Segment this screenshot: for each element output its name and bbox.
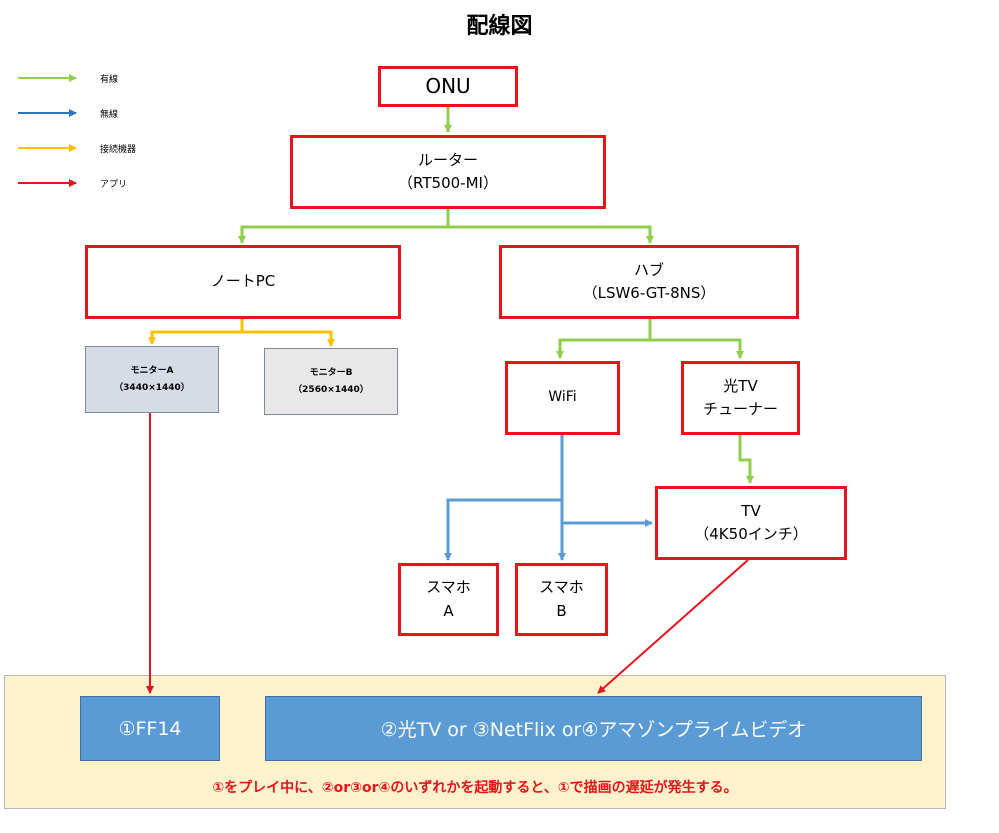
wire-tuner-tv [738, 435, 754, 484]
tv-label: TV [741, 501, 761, 520]
phone-a-id: A [443, 601, 454, 620]
onu-label: ONU [425, 74, 471, 98]
phone-b-label: スマホ [539, 578, 584, 597]
monitor-b-resolution: （2560×1440） [293, 385, 369, 396]
wire-router-notepc [238, 208, 450, 244]
tv-box: TV （4K50インチ） [655, 486, 847, 560]
tuner-box: 光TV チューナー [681, 361, 800, 435]
wire-hub-tuner [650, 338, 744, 359]
legend-label-device: 接続機器 [100, 145, 137, 155]
legend-label-wireless: 無線 [100, 110, 119, 120]
wire-pc-monitor-a [148, 318, 244, 345]
wire-wifi-phone-a [444, 498, 562, 561]
onu-box: ONU [378, 66, 518, 107]
app-video-box: ②光TV or ③NetFlix or④アマゾンプライムビデオ [265, 696, 922, 761]
router-label: ルーター [417, 150, 478, 169]
phone-a-box: スマホ A [398, 563, 499, 636]
phone-b-box: スマホ B [515, 563, 608, 636]
wire-router-hub [448, 225, 654, 244]
monitor-a-label: モニターA [130, 366, 174, 376]
app-ff14-box: ①FF14 [80, 696, 220, 761]
wire-hub-wifi [556, 318, 652, 359]
monitor-a-resolution: （3440×1440） [114, 383, 190, 394]
hub-model: （LSW6-GT-8NS） [582, 284, 716, 302]
router-box: ルーター （RT500-MI） [290, 135, 606, 209]
hub-label: ハブ [633, 260, 664, 279]
delay-note: ①をプレイ中に、②or③or④のいずれかを起動すると、①で描画の遅延が発生する。 [212, 780, 738, 796]
hub-box: ハブ （LSW6-GT-8NS） [499, 245, 799, 319]
arrow-tv-video [597, 559, 749, 694]
phone-a-label: スマホ [426, 578, 471, 597]
tv-size: （4K50インチ） [694, 525, 808, 543]
phone-b-id: B [556, 601, 567, 620]
notepc-label: ノートPC [210, 272, 276, 291]
wifi-label: WiFi [548, 389, 577, 406]
notepc-box: ノートPC [85, 245, 401, 319]
legend-label-app: アプリ [100, 180, 128, 190]
legend-label-wired: 有線 [100, 75, 119, 85]
diagram-title: 配線図 [466, 14, 533, 39]
router-model: （RT500-MI） [398, 174, 498, 192]
tuner-label: 光TV [723, 376, 758, 395]
tuner-label-2: チューナー [702, 400, 778, 418]
monitor-b-box: モニターB （2560×1440） [264, 348, 398, 415]
wire-pc-monitor-b [242, 330, 335, 347]
monitor-a-box: モニターA （3440×1440） [85, 346, 219, 413]
monitor-b-label: モニターB [309, 368, 353, 378]
wifi-box: WiFi [505, 361, 620, 435]
